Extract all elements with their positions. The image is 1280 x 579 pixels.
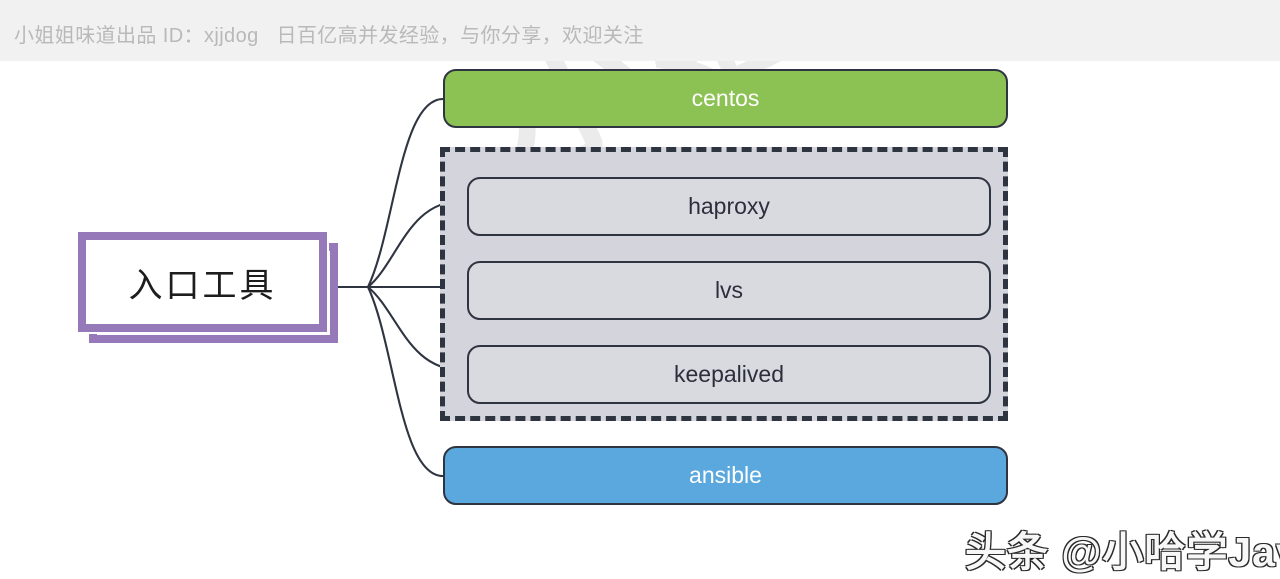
connector-to-ansible <box>367 286 444 478</box>
connector-to-centos <box>367 97 444 288</box>
header-band: 小姐姐味道出品 ID：xjjdog 日百亿高并发经验，与你分享，欢迎关注 <box>0 0 1280 61</box>
root-node-frame <box>76 230 329 334</box>
node-haproxy[interactable]: haproxy <box>467 177 991 236</box>
node-haproxy-label: haproxy <box>688 193 770 219</box>
node-lvs[interactable]: lvs <box>467 261 991 320</box>
node-keepalived[interactable]: keepalived <box>467 345 991 404</box>
node-centos[interactable]: centos <box>443 69 1008 128</box>
header-caption: 小姐姐味道出品 ID：xjjdog 日百亿高并发经验，与你分享，欢迎关注 <box>14 25 644 47</box>
node-keepalived-label: keepalived <box>674 361 784 387</box>
root-node-label: 入口工具 <box>128 266 277 305</box>
node-lvs-label: lvs <box>714 277 744 303</box>
node-ansible-label: ansible <box>689 462 762 488</box>
root-node[interactable]: 入口工具 <box>76 230 338 343</box>
node-ansible[interactable]: ansible <box>443 446 1008 505</box>
grouped-nodes-container: haproxy lvs keepalived <box>440 147 1008 421</box>
node-centos-label: centos <box>691 85 760 111</box>
